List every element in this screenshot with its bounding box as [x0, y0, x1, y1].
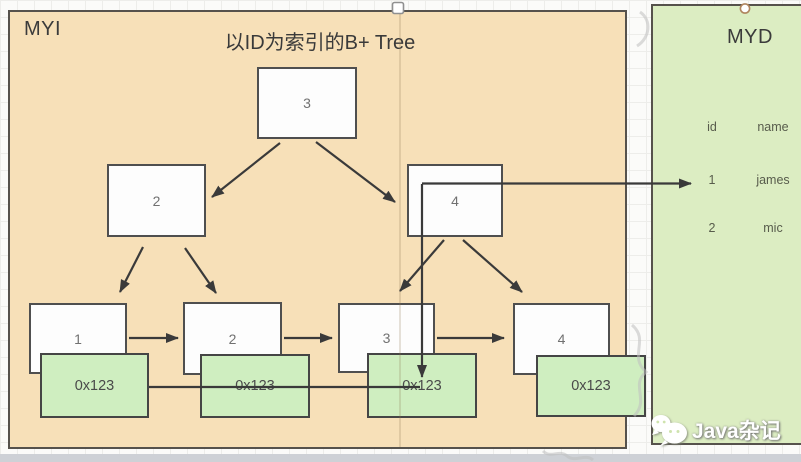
bottom-scrollbar-strip[interactable]	[0, 454, 801, 462]
myd-cell-name: mic	[763, 221, 783, 235]
myd-cell-name: james	[756, 173, 790, 187]
pointer-box-3[interactable]: 0x123	[367, 353, 477, 418]
watermark-text: Java杂记	[692, 420, 781, 443]
myi-label: MYI	[24, 18, 62, 40]
myd-header-id: id	[707, 120, 717, 134]
watermark: Java杂记	[650, 410, 800, 450]
myd-cell-id: 1	[708, 173, 716, 187]
tree-node-root[interactable]: 3	[257, 67, 357, 139]
tree-node-internal-4[interactable]: 4	[407, 164, 503, 237]
myd-panel[interactable]	[651, 4, 801, 445]
pointer-box-1[interactable]: 0x123	[40, 353, 149, 418]
pointer-box-4[interactable]: 0x123	[536, 355, 646, 417]
myd-cell-id: 2	[708, 221, 716, 235]
myd-header-name: name	[757, 120, 789, 134]
pointer-box-2[interactable]: 0x123	[200, 354, 310, 418]
myd-label: MYD	[727, 26, 773, 48]
tree-node-internal-2[interactable]: 2	[107, 164, 206, 237]
wechat-icon	[651, 415, 687, 446]
diagram-title: 以ID为索引的B+ Tree	[224, 32, 416, 54]
